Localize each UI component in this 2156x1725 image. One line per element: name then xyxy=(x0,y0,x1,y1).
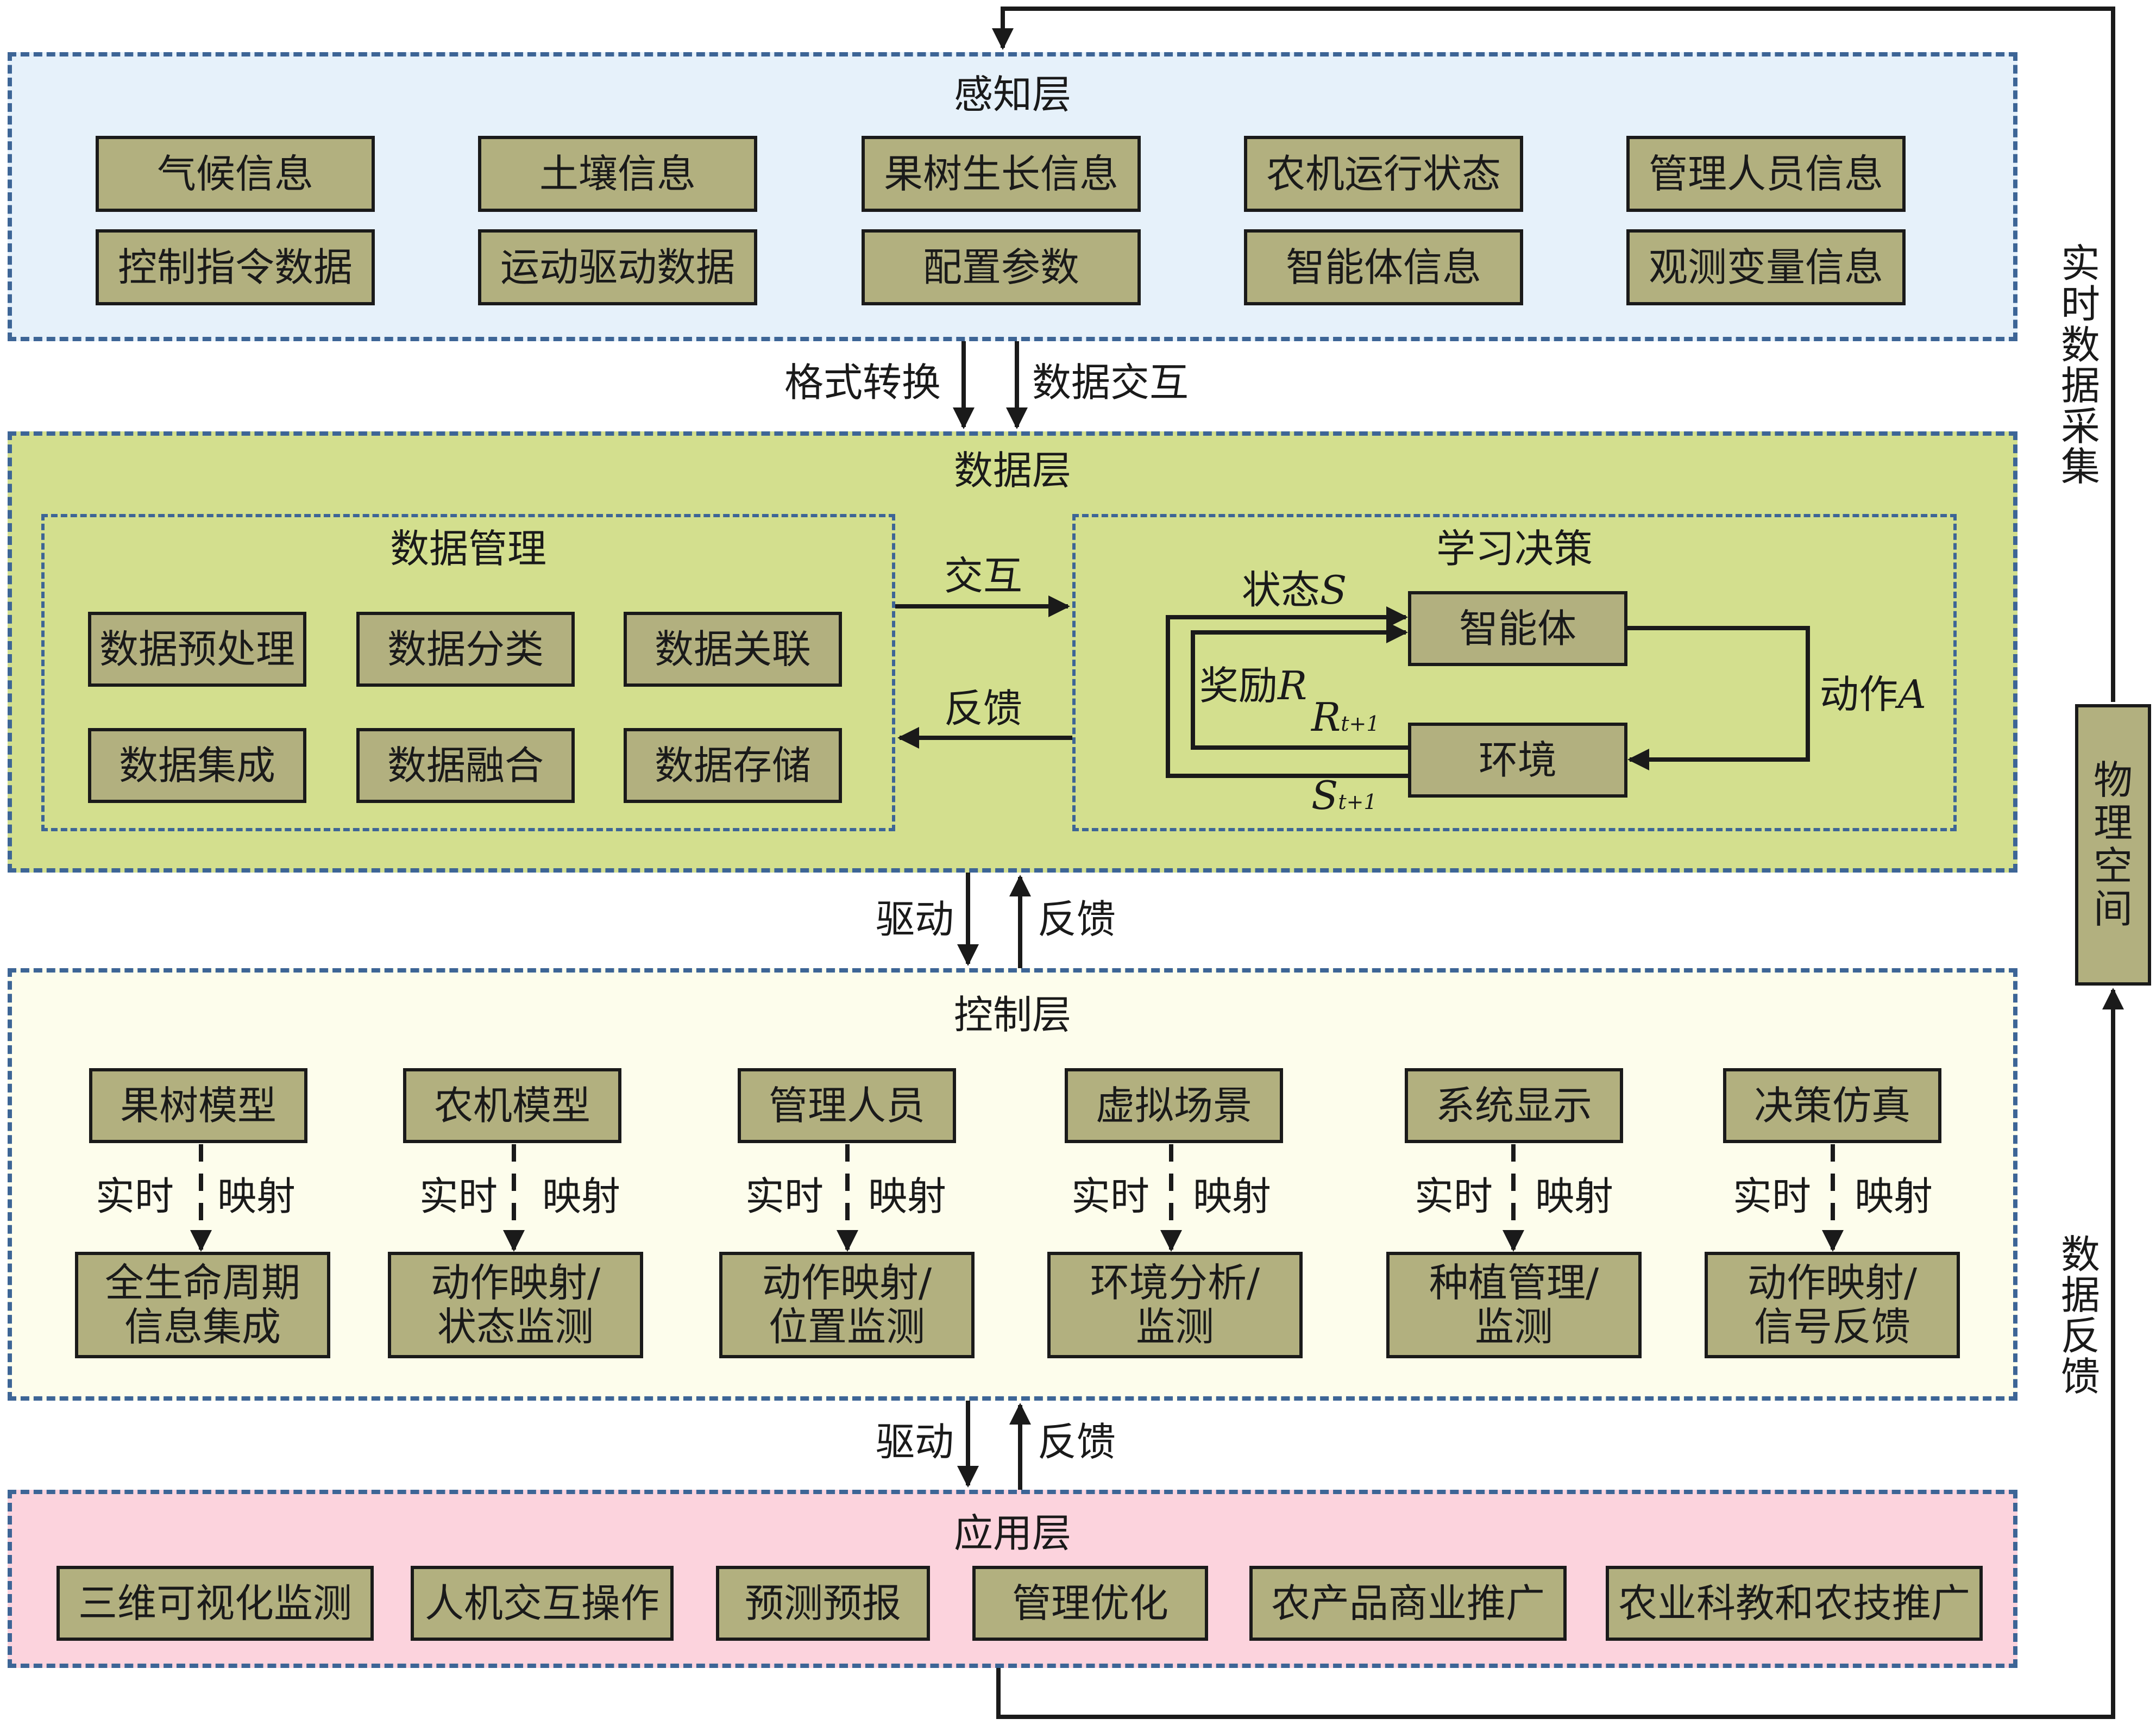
mapping-label-4: 映射 xyxy=(1193,1174,1272,1219)
application-layer-title: 应用层 xyxy=(953,1510,1071,1556)
state-label: 状态S xyxy=(1242,570,1347,610)
physical-space-text: 物理空间 xyxy=(2093,757,2133,932)
next-reward-sub: t+1 xyxy=(1341,712,1380,736)
data-layer-title: 数据层 xyxy=(953,448,1071,493)
next-state-var: S xyxy=(1311,773,1338,818)
state-label-text: 状态 xyxy=(1242,567,1321,613)
feedback-label-1: 反馈 xyxy=(1038,896,1116,942)
realtime-label-1: 实时 xyxy=(96,1174,174,1219)
agent-info-box: 智能体信息 xyxy=(1244,229,1523,305)
realtime-label-6: 实时 xyxy=(1733,1174,1812,1219)
control-command-box: 控制指令数据 xyxy=(96,229,375,305)
reward-line xyxy=(1191,622,1409,750)
state-line xyxy=(1166,606,1409,778)
interact-label: 交互 xyxy=(944,553,1023,599)
config-param-box: 配置参数 xyxy=(862,229,1141,305)
data-layer: 数据层 xyxy=(8,431,2017,873)
state-var: S xyxy=(1320,567,1347,613)
action-state-monitor-box: 动作映射/ 状态监测 xyxy=(388,1252,643,1358)
realtime-collection-line xyxy=(992,7,2115,702)
decision-sim-box: 决策仿真 xyxy=(1723,1068,1941,1143)
next-reward-label: Rt+1 xyxy=(1311,698,1380,737)
data-storage-box: 数据存储 xyxy=(624,728,842,803)
mapping-label-3: 映射 xyxy=(868,1174,947,1219)
lifecycle-box: 全生命周期 信息集成 xyxy=(75,1252,330,1358)
control-layer: 控制层 xyxy=(8,968,2017,1401)
realtime-label-4: 实时 xyxy=(1071,1174,1150,1219)
reward-label: 奖励R xyxy=(1199,666,1307,705)
observation-var-box: 观测变量信息 xyxy=(1626,229,1906,305)
data-integration-box: 数据集成 xyxy=(88,728,306,803)
mapping-label-6: 映射 xyxy=(1855,1174,1933,1219)
reward-var: R xyxy=(1278,663,1308,708)
drive-label-1: 驱动 xyxy=(876,896,954,942)
data-interaction-label: 数据交互 xyxy=(1032,360,1189,405)
machine-status-box: 农机运行状态 xyxy=(1244,136,1523,212)
data-management-title: 数据管理 xyxy=(389,526,546,572)
system-display-box: 系统显示 xyxy=(1405,1068,1623,1143)
data-feedback-line xyxy=(996,988,2124,1719)
mapping-label-5: 映射 xyxy=(1535,1174,1614,1219)
data-fusion-box: 数据融合 xyxy=(356,728,575,803)
motion-drive-box: 运动驱动数据 xyxy=(478,229,757,305)
data-management-panel: 数据管理 xyxy=(41,514,895,831)
physical-space-box: 物理空间 xyxy=(2075,704,2151,986)
next-reward-var: R xyxy=(1311,694,1341,740)
action-line xyxy=(1627,626,1810,770)
perception-layer-title: 感知层 xyxy=(953,72,1071,117)
climate-info-box: 气候信息 xyxy=(96,136,375,212)
control-layer-title: 控制层 xyxy=(953,992,1071,1038)
realtime-label-2: 实时 xyxy=(419,1174,498,1219)
reward-label-text: 奖励 xyxy=(1199,663,1278,708)
realtime-label-5: 实时 xyxy=(1415,1174,1493,1219)
soil-info-box: 土壤信息 xyxy=(478,136,757,212)
action-var: A xyxy=(1898,672,1927,717)
action-label-text: 动作 xyxy=(1820,672,1899,717)
drive-label-2: 驱动 xyxy=(876,1419,954,1465)
action-position-monitor-box: 动作映射/ 位置监测 xyxy=(719,1252,975,1358)
env-analysis-box: 环境分析/ 监测 xyxy=(1047,1252,1303,1358)
tree-model-box: 果树模型 xyxy=(89,1068,307,1143)
next-state-label: St+1 xyxy=(1311,776,1377,815)
format-conversion-label: 格式转换 xyxy=(784,360,941,405)
data-classify-box: 数据分类 xyxy=(356,612,575,687)
mgmt-optimize-box: 管理优化 xyxy=(972,1566,1208,1641)
feedback-label-2: 反馈 xyxy=(1038,1419,1116,1465)
planting-mgmt-box: 种植管理/ 监测 xyxy=(1386,1252,1642,1358)
mapping-label-2: 映射 xyxy=(542,1174,621,1219)
data-feedback-label: 数据反馈 xyxy=(2060,1232,2100,1400)
hci-operation-box: 人机交互操作 xyxy=(411,1566,674,1641)
commerce-promo-box: 农产品商业推广 xyxy=(1249,1566,1567,1641)
learning-decision-title: 学习决策 xyxy=(1436,526,1593,572)
agent-box: 智能体 xyxy=(1408,591,1627,666)
realtime-collection-label: 实时数据采集 xyxy=(2060,241,2100,490)
next-state-sub: t+1 xyxy=(1338,790,1377,814)
forecast-box: 预测预报 xyxy=(716,1566,930,1641)
environment-box: 环境 xyxy=(1408,723,1627,798)
tree-growth-info-box: 果树生长信息 xyxy=(862,136,1141,212)
virtual-scene-box: 虚拟场景 xyxy=(1065,1068,1283,1143)
panel-feedback-label: 反馈 xyxy=(944,686,1023,731)
3d-visual-monitor-box: 三维可视化监测 xyxy=(56,1566,374,1641)
manager-box: 管理人员 xyxy=(738,1068,956,1143)
machine-model-box: 农机模型 xyxy=(403,1068,621,1143)
data-association-box: 数据关联 xyxy=(624,612,842,687)
manager-info-box: 管理人员信息 xyxy=(1626,136,1906,212)
mapping-label-1: 映射 xyxy=(217,1174,296,1219)
learning-decision-panel: 学习决策 xyxy=(1072,514,1957,831)
data-preprocess-box: 数据预处理 xyxy=(88,612,306,687)
action-signal-box: 动作映射/ 信号反馈 xyxy=(1705,1252,1960,1358)
agri-edu-box: 农业科教和农技推广 xyxy=(1606,1566,1983,1641)
realtime-label-3: 实时 xyxy=(745,1174,824,1219)
action-label: 动作A xyxy=(1820,675,1926,714)
